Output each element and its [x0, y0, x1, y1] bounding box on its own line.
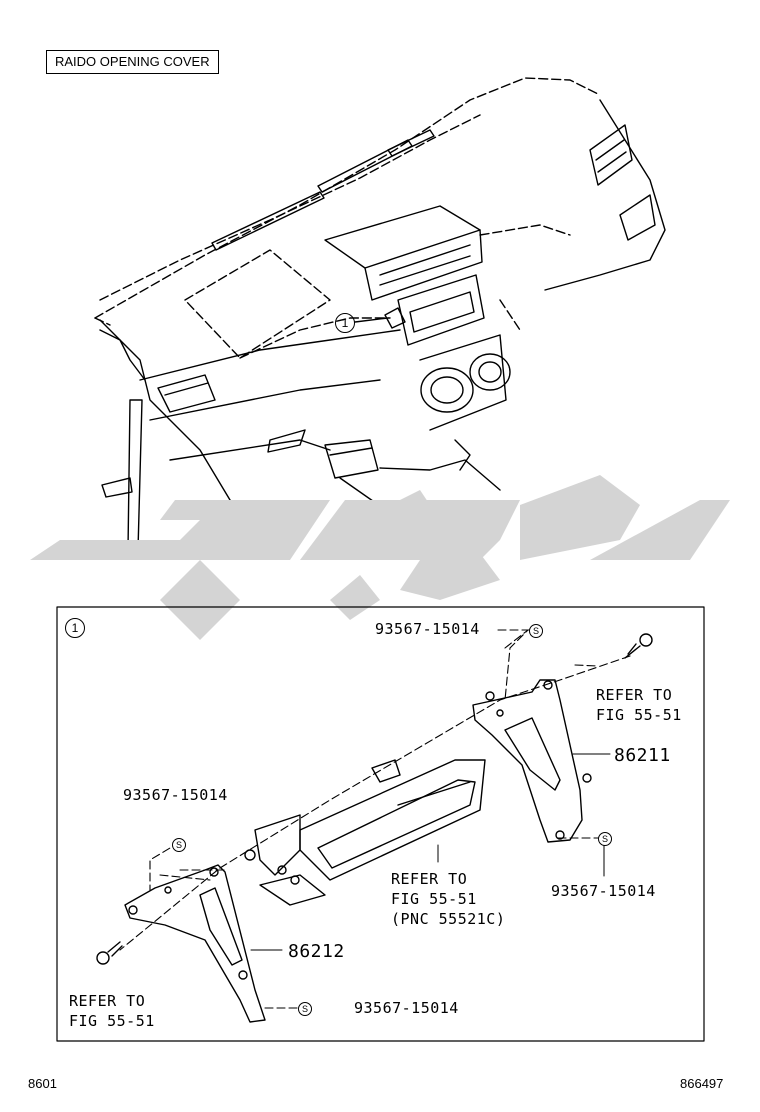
label-refer-center-1: REFER TO [391, 870, 468, 888]
diagram-title: RAIDO OPENING COVER [46, 50, 219, 74]
label-bolt-left: 93567-15014 [123, 786, 228, 804]
label-refer-right-2: FIG 55-51 [596, 706, 682, 724]
label-bolt-right: 93567-15014 [551, 882, 656, 900]
label-leaders [250, 753, 611, 951]
footer-right-code: 866497 [680, 1076, 724, 1091]
callout-leader [354, 317, 389, 323]
label-bolt-bottom: 93567-15014 [354, 999, 459, 1017]
label-refer-left-2: FIG 55-51 [69, 1012, 155, 1030]
callout-marker-dashboard: 1 [335, 313, 355, 333]
label-refer-center-2: FIG 55-51 [391, 890, 477, 908]
label-part-86211: 86211 [614, 745, 671, 766]
label-bolt-top: 93567-15014 [375, 620, 480, 638]
dashboard-outline [94, 77, 601, 359]
s-symbol-right: S [598, 832, 612, 846]
screw-top [624, 633, 653, 659]
label-refer-center-3: (PNC 55521C) [391, 910, 506, 928]
callout-marker-detail: 1 [65, 618, 85, 638]
screw-bottom [96, 941, 123, 965]
label-refer-left-1: REFER TO [69, 992, 146, 1010]
watermark [30, 475, 730, 640]
footer-left-code: 8601 [28, 1076, 57, 1091]
radio-opening-cover [244, 759, 486, 906]
label-refer-right-1: REFER TO [596, 686, 673, 704]
s-symbol-bottom: S [298, 1002, 312, 1016]
s-symbol-left: S [172, 838, 186, 852]
assembly-lines [119, 629, 631, 1009]
bracket-86211 [472, 679, 592, 843]
label-part-86212: 86212 [288, 941, 345, 962]
detail-frame [56, 606, 705, 1042]
s-symbol-top: S [529, 624, 543, 638]
